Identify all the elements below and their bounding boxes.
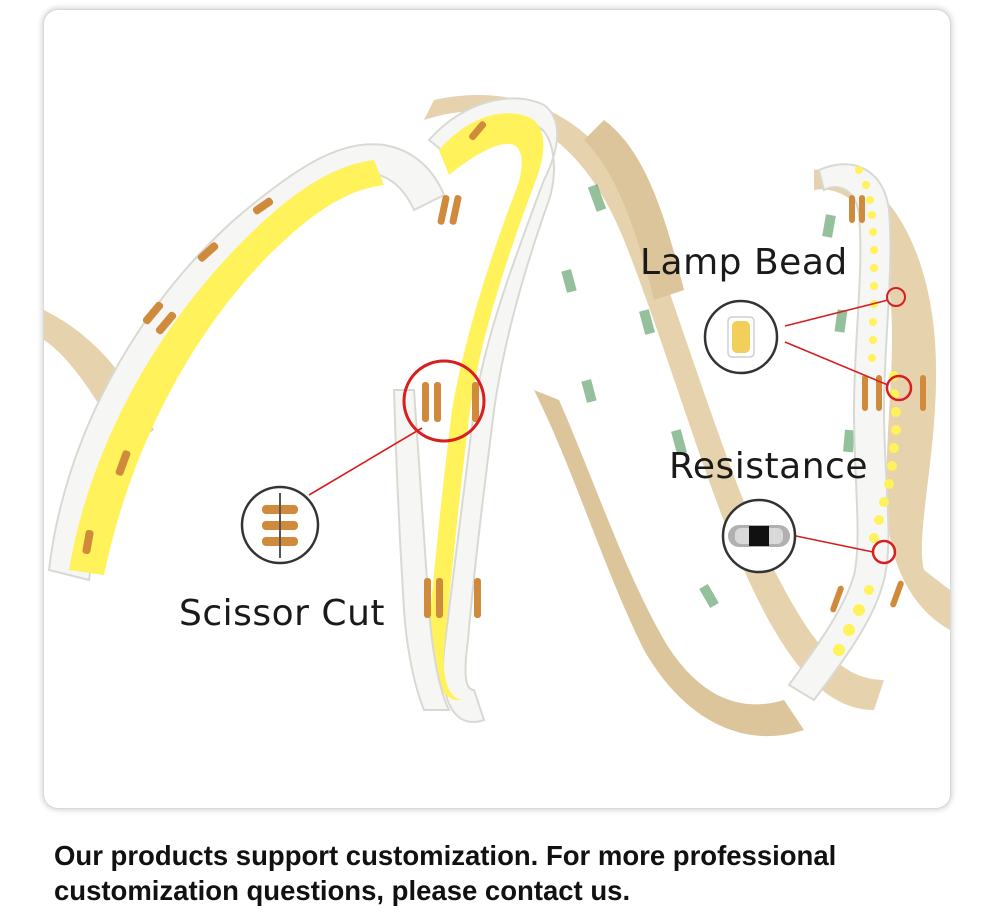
inset-resistance [721, 498, 797, 574]
tape-backing [44, 95, 950, 737]
inset-lamp-bead [703, 299, 779, 375]
resistance-label: Resistance [669, 446, 868, 487]
product-photo: Lamp Bead Resistance Scissor Cut [44, 10, 950, 808]
inset-scissor-cut [240, 485, 320, 565]
scissor-cut-label: Scissor Cut [179, 593, 385, 634]
caption-line-1: Our products support customization. For … [54, 840, 837, 871]
strip-left-arch [47, 143, 446, 582]
customization-caption: Our products support customization. For … [54, 838, 974, 908]
lamp-bead-label: Lamp Bead [640, 242, 848, 283]
strip-right-beads [787, 163, 926, 702]
caption-line-2: customization questions, please contact … [54, 875, 631, 906]
strip-middle-loop [392, 97, 559, 723]
led-strip-illustration [44, 95, 950, 737]
callout-lines [308, 299, 889, 553]
